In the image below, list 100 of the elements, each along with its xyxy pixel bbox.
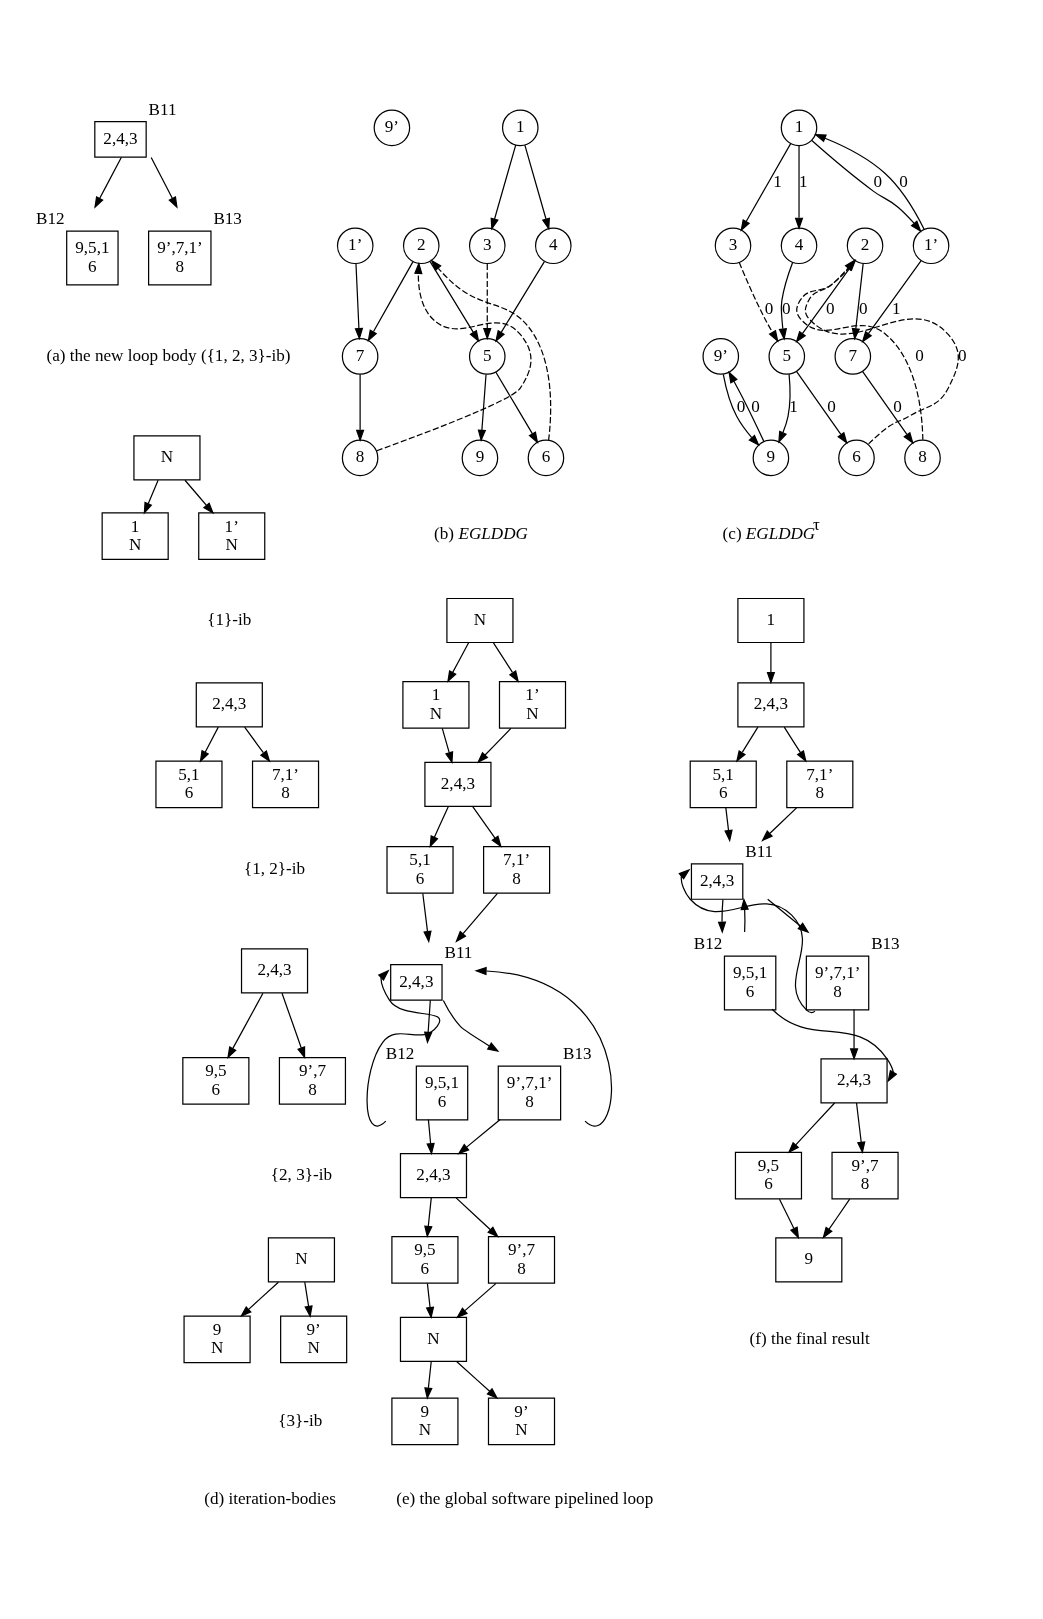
arrow: [472, 805, 502, 848]
label: (e) the global software pipelined loop: [396, 1488, 654, 1508]
arrow: [735, 726, 759, 763]
arrow: [482, 262, 492, 340]
arrow: [783, 726, 807, 763]
arrow: [778, 373, 791, 443]
node-circle: 1: [780, 108, 818, 146]
node-box: 9’ N: [280, 1315, 348, 1363]
arrow: [740, 897, 749, 933]
label: (f) the final result: [749, 1328, 870, 1348]
arrow: [150, 156, 178, 209]
arrow: [430, 258, 552, 441]
node-label: B11: [444, 942, 473, 962]
node-circle: 7: [341, 337, 379, 375]
node-circle: 9: [461, 439, 499, 476]
arrow: [94, 156, 122, 209]
node-label: B12: [36, 208, 65, 228]
label: (a) the new loop body ({1, 2, 3}-ib): [46, 345, 291, 365]
arrow: [281, 992, 306, 1059]
arrow: [492, 641, 520, 683]
node-box: 2,4,3: [240, 947, 309, 993]
arrow: [143, 479, 159, 515]
node-box: 1’ N: [198, 511, 266, 560]
node-label: B13: [213, 208, 242, 228]
arrow: [795, 370, 848, 444]
label: {3}-ib: [278, 1410, 323, 1430]
arrow: [426, 1118, 435, 1155]
label: (b) EGLDDG: [434, 523, 528, 543]
arrow: [455, 1196, 500, 1238]
node-circle: 6: [838, 439, 875, 476]
arrow: [722, 373, 760, 446]
arrow: [455, 1282, 497, 1318]
node-box: 9,5 6: [734, 1151, 803, 1199]
arrow: [855, 1101, 866, 1154]
node-box: 7,1’ 8: [483, 845, 551, 894]
arrow: [423, 999, 433, 1044]
label: {2, 3}-ib: [270, 1164, 332, 1184]
node-label: B12: [693, 933, 723, 953]
node-box: 2,4,3: [390, 963, 443, 1001]
arrow: [304, 1281, 313, 1318]
arrow: [367, 260, 414, 342]
arrow: [457, 1118, 501, 1155]
node-circle: 4: [534, 226, 572, 264]
arrow: [787, 1101, 836, 1154]
edge-label: 0: [858, 298, 868, 318]
arrow: [794, 144, 804, 230]
node-box: 1 N: [402, 680, 470, 729]
node-circle: 5: [468, 337, 506, 375]
node-box: 9,5 6: [182, 1056, 250, 1105]
node-box: 9,5,1 6: [415, 1065, 469, 1121]
node-box: 9’,7 8: [487, 1235, 556, 1284]
node-box: N: [446, 597, 514, 643]
node-box: 9’,7,1’ 8: [148, 230, 212, 285]
node-box: 1 N: [101, 511, 169, 560]
node-box: 9’,7,1’ 8: [497, 1065, 562, 1121]
node-box: 9’,7 8: [831, 1151, 899, 1199]
arrow: [366, 969, 441, 1126]
node-box: N: [133, 434, 201, 480]
edge-label: 0: [899, 171, 908, 191]
edge-label: 0: [751, 396, 760, 416]
label: {1, 2}-ib: [243, 858, 306, 878]
arrow: [424, 1360, 433, 1400]
arrow: [766, 641, 776, 684]
node-circle: 4: [780, 226, 818, 264]
arrow: [767, 898, 810, 933]
node-box: 5,1 6: [689, 760, 757, 808]
arrow: [728, 370, 765, 442]
arrow: [724, 806, 733, 842]
edge-label: 0: [781, 298, 791, 318]
node-circle: 1’: [912, 226, 950, 264]
arrow: [442, 999, 500, 1052]
node-box: 2,4,3: [195, 681, 263, 727]
arrow: [355, 373, 365, 442]
node-box: N: [399, 1316, 468, 1362]
node-box: 2,4,3: [399, 1152, 468, 1198]
node-box: 5,1 6: [386, 845, 454, 894]
edge-label: 1: [891, 298, 901, 318]
node-circle: 8: [904, 439, 941, 476]
node-label: B12: [385, 1043, 415, 1063]
arrow: [717, 898, 727, 934]
node-box: 2,4,3: [94, 120, 147, 158]
node-circle: 5: [768, 337, 806, 375]
arrow: [244, 726, 271, 762]
edge-label: 0: [915, 345, 924, 365]
arrow: [822, 1198, 851, 1239]
node-circle: 1’: [336, 226, 374, 264]
node-circle: 7: [834, 337, 872, 375]
node-label: B11: [148, 99, 177, 119]
arrow: [425, 1282, 435, 1319]
edge-label: 0: [957, 345, 967, 365]
node-circle: 9’: [373, 108, 411, 146]
arrow: [424, 1196, 433, 1238]
edge-label: 0: [764, 298, 774, 318]
arrow: [456, 1360, 499, 1399]
edge-label: 0: [827, 396, 836, 416]
node-label: B11: [745, 841, 774, 861]
arrow: [861, 259, 922, 343]
node-box: 9,5,1 6: [66, 230, 119, 285]
node-box: 9,5 6: [391, 1235, 459, 1284]
node-box: 9,5,1 6: [723, 955, 777, 1010]
